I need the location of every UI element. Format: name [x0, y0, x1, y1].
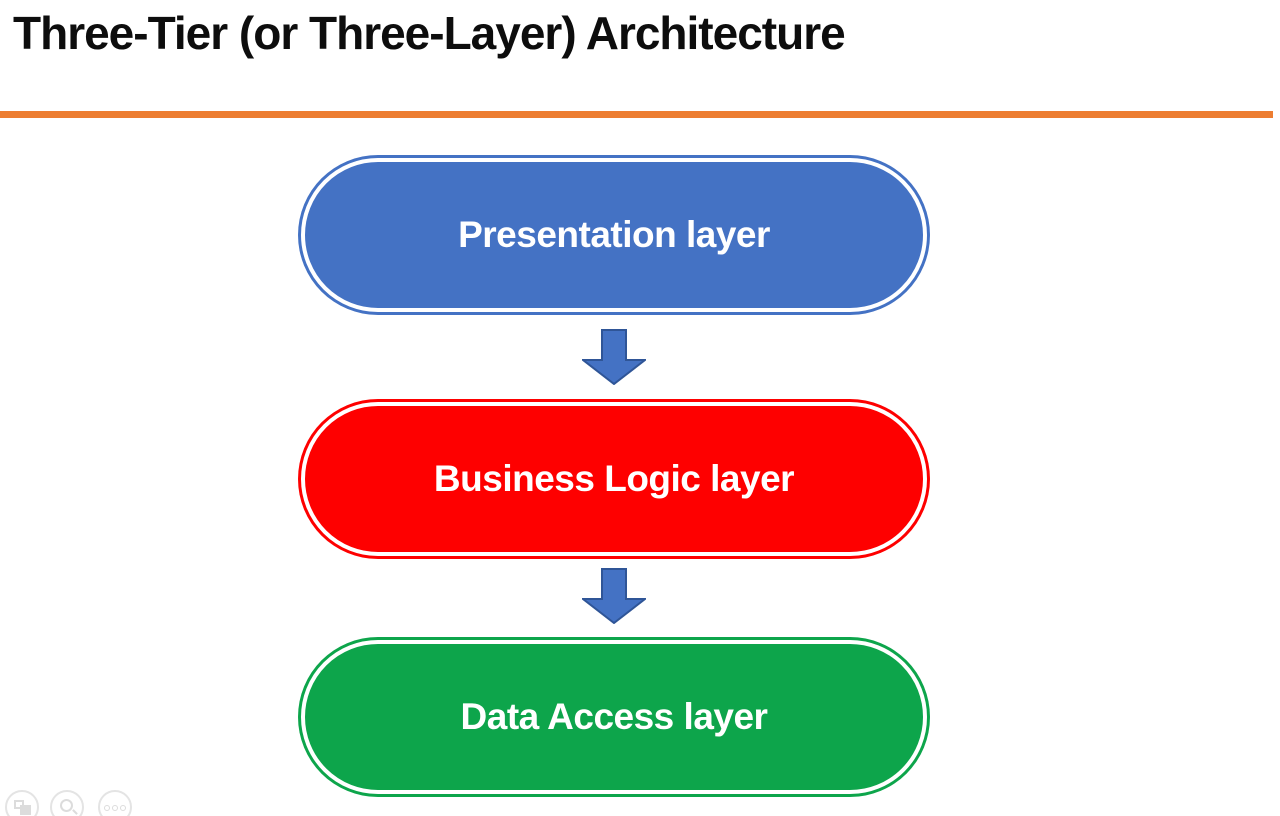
data-access-layer-label: Data Access layer [460, 696, 768, 737]
down-arrow-icon [582, 568, 646, 624]
zoom-icon [52, 792, 82, 816]
more-options-button[interactable] [98, 790, 132, 816]
page-title: Three-Tier (or Three-Layer) Architecture [13, 7, 846, 59]
slides-overview-icon [7, 792, 37, 816]
slides-overview-button[interactable] [5, 790, 39, 816]
zoom-button[interactable] [50, 790, 84, 816]
title-divider [0, 111, 1273, 118]
down-arrow-icon [582, 329, 646, 385]
presentation-layer-label: Presentation layer [458, 214, 770, 255]
more-options-icon [100, 792, 130, 816]
presentation-layer-shape: Presentation layer [301, 158, 927, 312]
data-access-layer-shape: Data Access layer [301, 640, 927, 794]
business-logic-layer-label: Business Logic layer [433, 458, 795, 499]
business-logic-layer-shape: Business Logic layer [301, 402, 927, 556]
viewer-controls [0, 788, 160, 816]
